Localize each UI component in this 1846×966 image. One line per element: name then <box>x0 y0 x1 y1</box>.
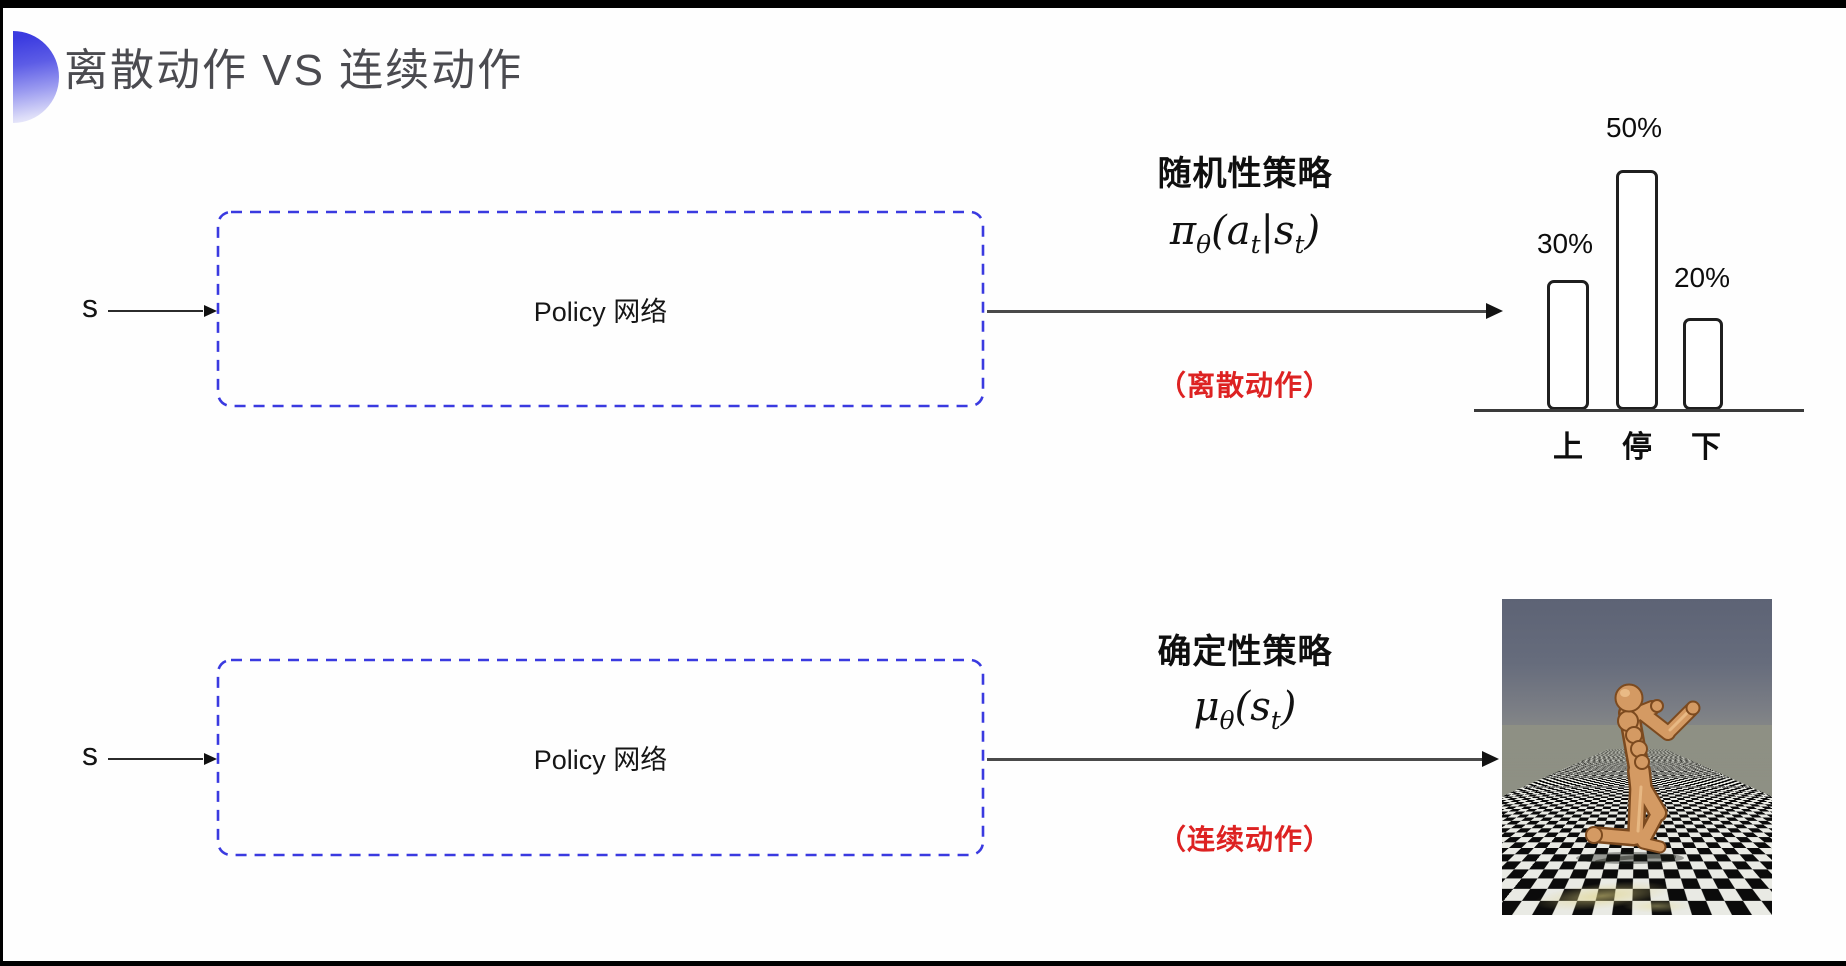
formula-subscript: t <box>1294 230 1305 259</box>
state-input-label-stochastic: s <box>82 288 98 324</box>
formula-arg: s <box>1250 684 1271 730</box>
policy-network-box-deterministic: Policy 网络 <box>216 658 985 857</box>
bar-stop-50pct <box>1616 170 1658 410</box>
formula-paren: ( <box>1211 208 1227 254</box>
formula-subscript: θ <box>1196 230 1212 259</box>
policy-type-label-stochastic: 随机性策略 <box>1157 155 1333 193</box>
frame-border-left <box>0 0 3 966</box>
formula-pipe: | <box>1260 208 1275 254</box>
policy-network-label-stochastic: Policy 网络 <box>533 296 668 327</box>
category-label-up: 上 <box>1553 431 1583 464</box>
arrowhead-icon <box>204 305 217 317</box>
deterministic-policy-formula: μθ(st) <box>1065 684 1425 735</box>
arrowhead-icon <box>1486 303 1503 319</box>
formula-subscript: t <box>1270 706 1281 735</box>
discrete-action-caption: （离散动作） <box>1157 370 1332 401</box>
mujoco-humanoid-image <box>1502 599 1772 915</box>
formula-paren: ( <box>1234 684 1251 730</box>
page-title: 离散动作 VS 连续动作 <box>64 46 524 95</box>
chart-baseline <box>1474 409 1804 412</box>
frame-border-top <box>0 0 1846 8</box>
category-label-down: 下 <box>1691 431 1721 464</box>
formula-paren: ) <box>1304 208 1321 254</box>
output-arrow-stochastic <box>987 303 1503 319</box>
formula-symbol: μ <box>1193 684 1220 730</box>
bar-value-label-up: 30% <box>1536 228 1594 259</box>
input-arrow-stochastic <box>108 305 217 317</box>
bar-value-label-stop: 50% <box>1605 112 1663 143</box>
input-arrow-deterministic <box>108 753 217 765</box>
policy-network-label-deterministic: Policy 网络 <box>533 745 668 775</box>
floor-glare <box>1622 899 1692 913</box>
continuous-action-caption: （连续动作） <box>1157 824 1332 855</box>
policy-type-label-deterministic: 确定性策略 <box>1157 633 1333 671</box>
humanoid-robot <box>1576 683 1701 864</box>
formula-arg: s <box>1274 208 1295 254</box>
stochastic-policy-formula: πθ(at|st) <box>1065 208 1425 259</box>
arrowhead-icon <box>204 753 217 765</box>
formula-subscript: θ <box>1219 706 1235 735</box>
formula-paren: ) <box>1280 684 1297 730</box>
frame-border-bottom <box>0 961 1846 966</box>
formula-arg: a <box>1226 208 1251 254</box>
formula-subscript: t <box>1250 230 1261 259</box>
bar-up-30pct <box>1547 280 1589 410</box>
arrowhead-icon <box>1482 751 1499 767</box>
state-input-label-deterministic: s <box>82 736 98 772</box>
policy-network-box-stochastic: Policy 网络 <box>216 210 985 408</box>
formula-symbol: π <box>1169 208 1197 254</box>
category-label-stop: 停 <box>1622 431 1652 464</box>
output-arrow-deterministic <box>987 751 1499 767</box>
dashed-border <box>216 210 985 408</box>
dashed-border <box>216 658 985 857</box>
bar-value-label-down: 20% <box>1673 262 1731 293</box>
bar-down-20pct <box>1683 318 1723 410</box>
